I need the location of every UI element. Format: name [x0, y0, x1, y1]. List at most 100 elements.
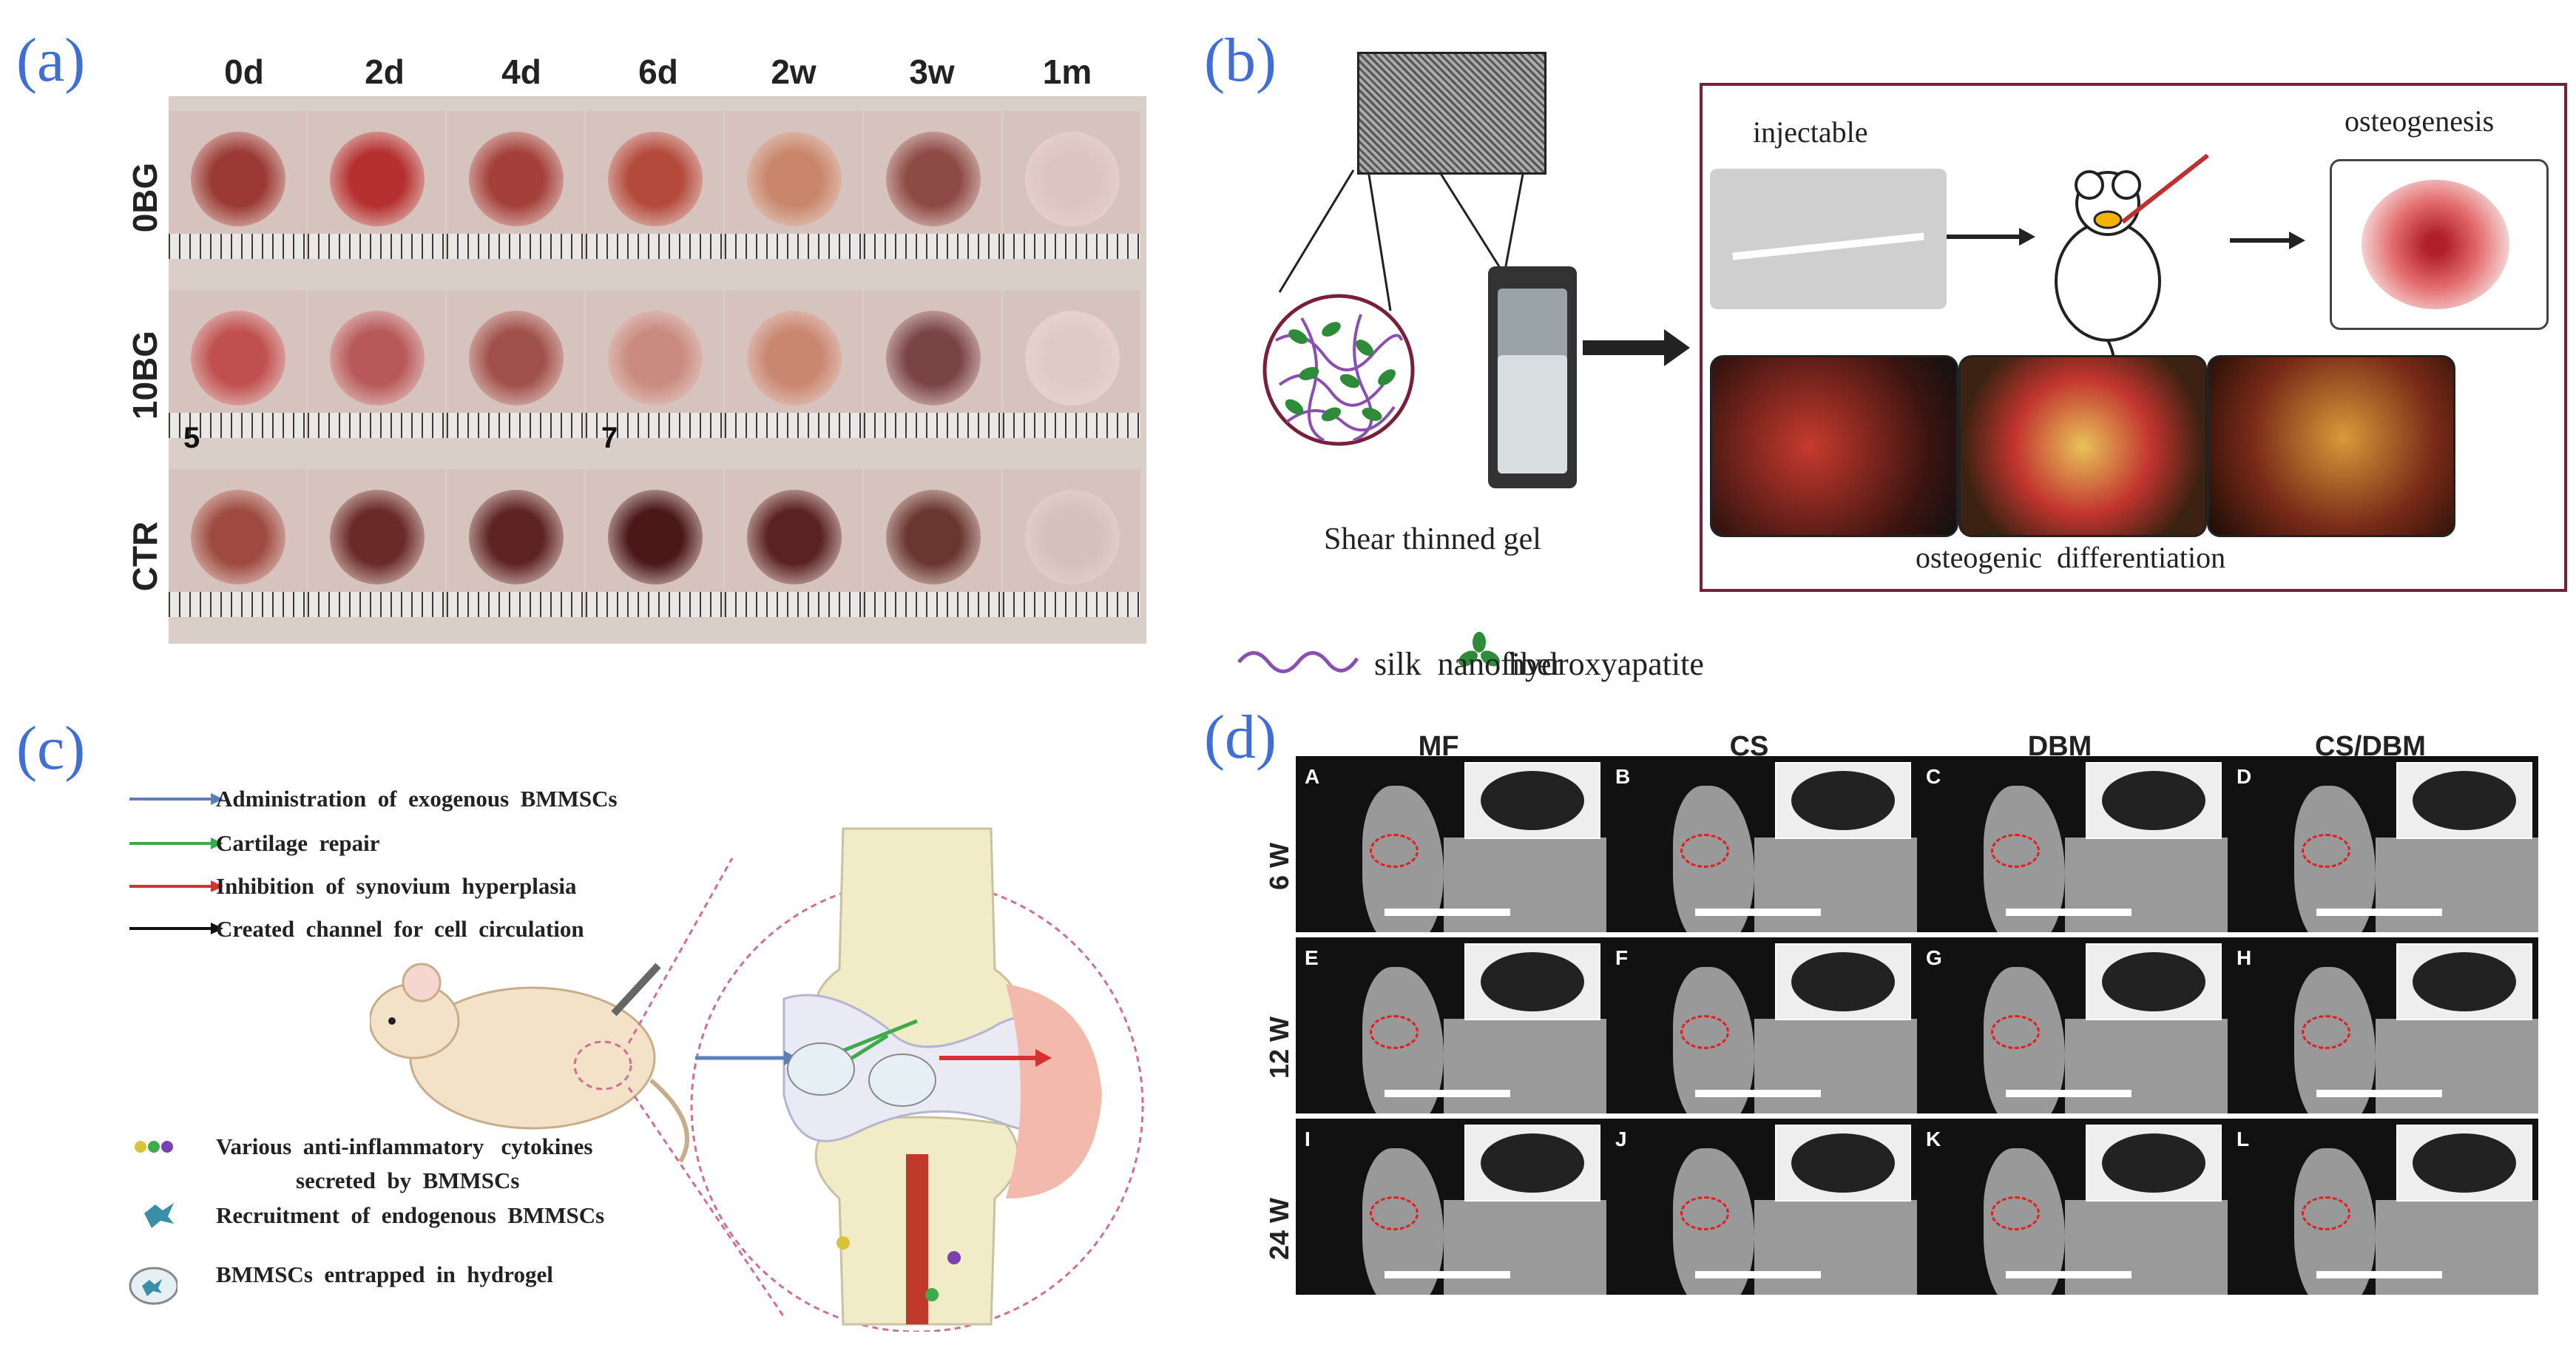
panel-a-col-4d: 4d: [501, 53, 541, 91]
panel-a-label: (a): [16, 26, 86, 95]
ruler-strip: [308, 592, 445, 617]
mri-letter: H: [2237, 946, 2252, 969]
ruler-strip: [586, 234, 723, 259]
wound-photo: [725, 111, 862, 259]
wound-site: [469, 490, 564, 584]
defect-marker: [1680, 1196, 1729, 1230]
black-arrow-legend: [129, 923, 223, 934]
defect-marker: [2302, 834, 2350, 868]
defect-marker: [2302, 1196, 2350, 1230]
legend-administration: Administration of exogenous BMMSCs: [216, 786, 618, 812]
legend-synovium: Inhibition of synovium hyperplasia: [216, 873, 577, 899]
scale-bar: [2006, 1271, 2132, 1278]
ruler-strip: [308, 234, 445, 259]
bmmsc-cell-icon: [144, 1203, 174, 1228]
defect-marker: [1370, 1196, 1419, 1230]
panel-b-schematic: [1237, 153, 2305, 673]
mri-letter: G: [1926, 946, 1942, 969]
wound-site: [886, 311, 981, 405]
created-channel: [906, 1154, 928, 1324]
defect-marker: [1370, 834, 1419, 868]
scale-bar: [2316, 909, 2442, 916]
mri-inset: [2396, 762, 2532, 839]
wound-photo: [586, 111, 723, 259]
wound-site: [191, 132, 285, 226]
mouse-injection-icon: [2055, 170, 2161, 383]
panel-c-label: (c): [16, 714, 86, 783]
wound-photo: [308, 469, 445, 617]
ruler-strip: [1003, 413, 1140, 438]
wound-site: [886, 490, 981, 584]
mri-scan: F: [1606, 937, 1917, 1113]
panel-d-row-6w: 6 W: [1264, 843, 1294, 891]
ruler-strip: [864, 234, 1001, 259]
ruler-strip: [308, 413, 445, 438]
wound-photo: [308, 290, 445, 438]
wound-photo: [169, 290, 306, 438]
defect-marker: [1680, 834, 1729, 868]
wound-site: [191, 311, 285, 405]
wound-site: [330, 311, 425, 405]
micrograph-3: [2207, 355, 2455, 537]
defect-marker: [2302, 1015, 2350, 1049]
wound-site: [1025, 490, 1120, 584]
panel-a-col-2w: 2w: [771, 53, 817, 91]
synovium: [1006, 984, 1102, 1199]
mri-letter: A: [1305, 765, 1320, 788]
mri-letter: B: [1615, 765, 1631, 788]
wound-site: [1025, 311, 1120, 405]
panel-d-row-12w: 12 W: [1264, 1016, 1294, 1079]
mri-scan: B: [1606, 756, 1917, 932]
ruler-strip: [169, 413, 306, 438]
mri-scan: E: [1296, 937, 1606, 1113]
mri-inset: [1775, 762, 1911, 839]
wound-photo: [1003, 290, 1140, 438]
ruler-strip: [1003, 234, 1140, 259]
wound-photo: [586, 469, 723, 617]
wound-photo: [169, 469, 306, 617]
ruler-strip: [1003, 592, 1140, 617]
mri-letter: J: [1615, 1128, 1627, 1150]
mri-scan: C: [1917, 756, 2228, 932]
ruler-number: 7: [601, 422, 618, 454]
arrow-right-icon: [2019, 228, 2035, 246]
scale-bar: [2316, 1271, 2442, 1278]
ruler-strip: [447, 234, 584, 259]
mouse-icon: [370, 963, 689, 1163]
cytokines-line-2: secreted by BMMSCs: [296, 1167, 520, 1193]
wound-photo: [1003, 469, 1140, 617]
green-arrow-icon: [211, 838, 223, 849]
panel-a-col-1m: 1m: [1042, 53, 1092, 91]
wound-photo: [447, 290, 584, 438]
right-arrow-icon: [1583, 329, 1690, 366]
scale-bar: [1385, 1090, 1510, 1097]
panel-b-label: (b): [1204, 26, 1277, 95]
entrapped-label: BMMSCs entrapped in hydrogel: [216, 1261, 553, 1287]
micrograph-1: [1710, 355, 1958, 537]
nanofiber-legend-label: silk nanofiber: [1374, 646, 1563, 682]
panel-a-row-10bg: 10BG: [126, 330, 164, 420]
cytokine-dot-icon: [135, 1141, 146, 1153]
mri-scan: A: [1296, 756, 1606, 932]
sem-micrograph: [1357, 52, 1546, 175]
wound-site: [330, 490, 425, 584]
micrograph-2: [1958, 355, 2207, 537]
ruler-strip: [725, 413, 862, 438]
wound-site: [608, 132, 703, 226]
black-arrow-icon: [211, 923, 223, 934]
wound-site: [747, 311, 842, 405]
mri-inset: [1464, 762, 1600, 839]
legend-cartilage-repair: Cartilage repair: [216, 830, 380, 856]
mri-letter: K: [1926, 1128, 1941, 1150]
ruler-strip: [725, 592, 862, 617]
wound-site: [608, 311, 703, 405]
hydroxyapatite-legend-label: hydroxyapatite: [1509, 646, 1704, 682]
scale-bar: [1385, 909, 1510, 916]
panel-c-legend-icons: [129, 1141, 178, 1305]
osteogenesis-label: osteogenesis: [2345, 104, 2495, 138]
panel-d-label: (d): [1204, 703, 1277, 772]
panel-a-col-0d: 0d: [224, 53, 264, 91]
blue-arrow-icon: [211, 793, 223, 805]
mri-letter: F: [1615, 946, 1629, 969]
panel-c-joint-diagram: [370, 827, 1144, 1332]
